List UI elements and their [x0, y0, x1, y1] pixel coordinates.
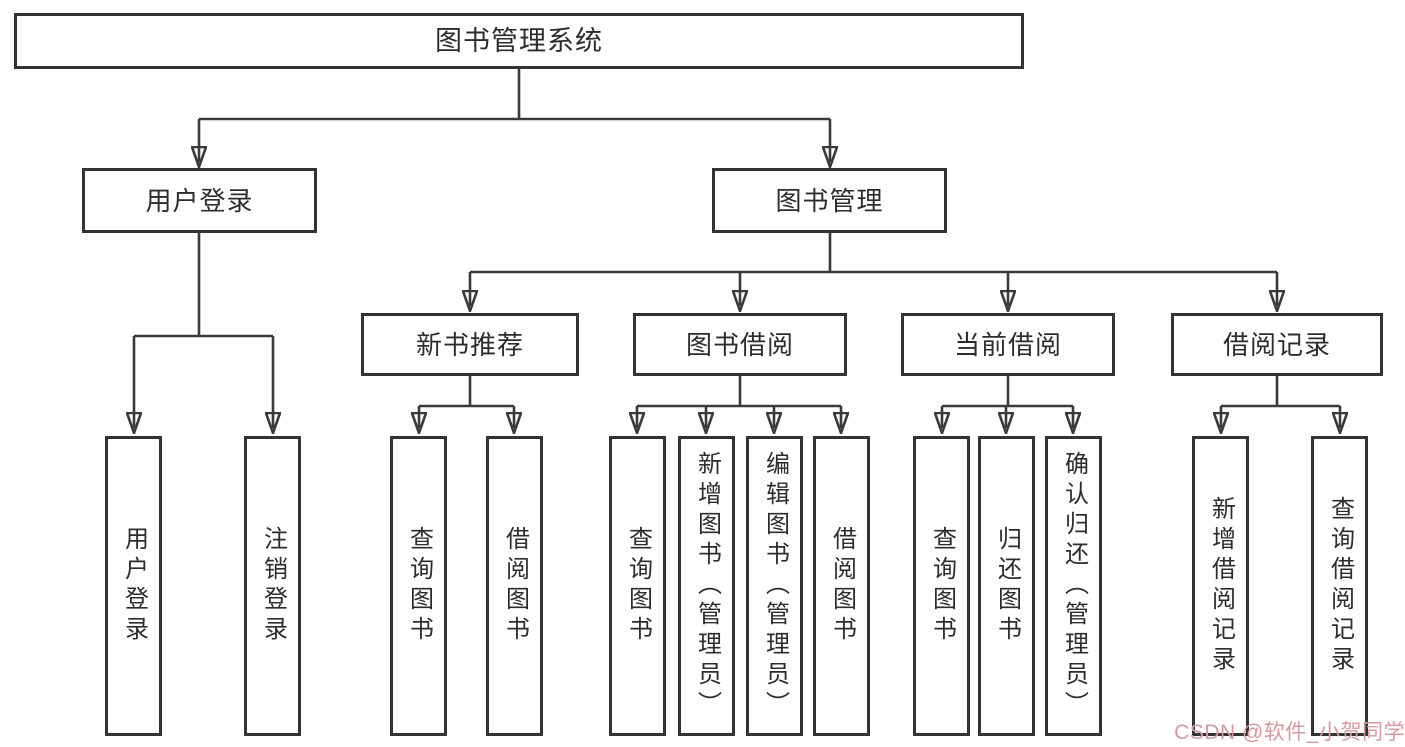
connector-root-to-level2 — [199, 69, 830, 162]
node-leaf-user-login: 用户登录 — [105, 436, 162, 736]
node-leaf-borrow-books-recommend: 借阅图书 — [486, 436, 543, 736]
node-leaf-confirm-return-admin: 确认归还（管理员） — [1045, 436, 1102, 736]
node-leaf-logout: 注销登录 — [244, 436, 301, 736]
node-new-book-recommend: 新书推荐 — [361, 313, 579, 376]
node-leaf-borrow-books-borrow: 借阅图书 — [813, 436, 870, 736]
node-user-login: 用户登录 — [82, 168, 317, 233]
node-leaf-edit-books-admin: 编辑图书（管理员） — [746, 436, 803, 736]
connector-current-borrowing-branch — [942, 376, 1073, 428]
node-leaf-query-books-recommend: 查询图书 — [390, 436, 447, 736]
node-current-borrowing: 当前借阅 — [901, 313, 1115, 376]
node-leaf-add-borrow-record: 新增借阅记录 — [1192, 436, 1249, 736]
connector-new-book-recommend-branch — [419, 376, 514, 428]
connector-borrowing-records-branch — [1221, 376, 1340, 428]
node-root: 图书管理系统 — [14, 13, 1024, 69]
node-book-borrowing: 图书借阅 — [633, 313, 847, 376]
node-borrowing-records: 借阅记录 — [1171, 313, 1383, 376]
node-leaf-query-books-current: 查询图书 — [913, 436, 970, 736]
node-book-management: 图书管理 — [712, 168, 947, 233]
connector-user-login-branch — [134, 233, 273, 428]
node-leaf-query-borrow-record: 查询借阅记录 — [1311, 436, 1368, 736]
connector-book-borrowing-branch — [637, 376, 841, 428]
connector-book-management-branch — [470, 233, 1277, 306]
csdn-watermark: CSDN @软件_小贺同学 — [1174, 721, 1405, 744]
node-leaf-query-books-borrow: 查询图书 — [609, 436, 666, 736]
node-leaf-add-books-admin: 新增图书（管理员） — [678, 436, 735, 736]
node-leaf-return-books: 归还图书 — [978, 436, 1035, 736]
